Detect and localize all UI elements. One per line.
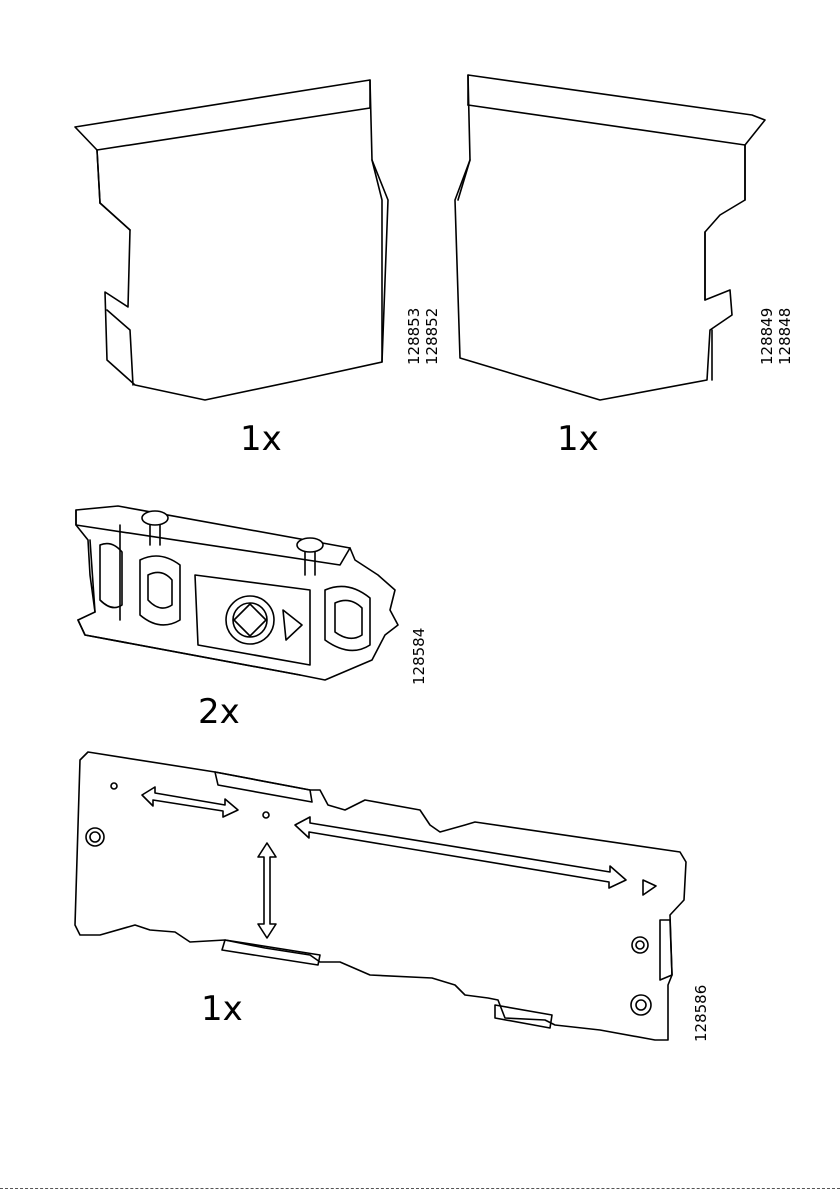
quantity-bracket: 2x	[198, 695, 240, 729]
panel-left-drawing	[75, 80, 388, 400]
page-edge-line	[0, 1188, 840, 1189]
part-number-128853: 128853	[405, 308, 423, 365]
part-number-128852: 128852	[423, 308, 441, 365]
quantity-panel-right: 1x	[557, 422, 599, 456]
plate-drawing	[75, 752, 686, 1040]
part-number-128849: 128849	[758, 308, 776, 365]
part-number-128848: 128848	[776, 308, 794, 365]
part-number-128586: 128586	[692, 985, 710, 1042]
panel-right-drawing	[455, 75, 765, 400]
quantity-plate: 1x	[201, 992, 243, 1026]
quantity-panel-left: 1x	[240, 422, 282, 456]
bracket-drawing	[76, 506, 398, 680]
part-number-128584: 128584	[410, 628, 428, 685]
